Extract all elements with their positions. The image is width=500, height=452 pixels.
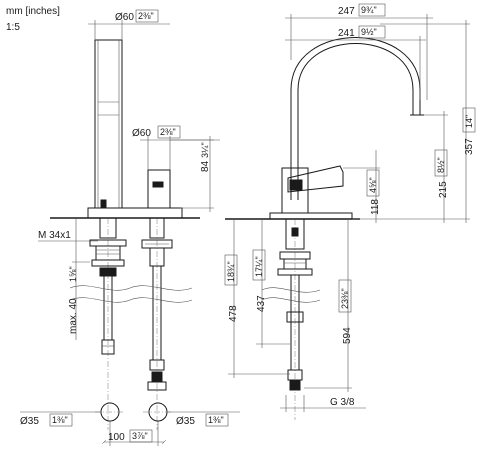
dia-top-inch: 2⅜" xyxy=(138,11,154,21)
reach-inner-value: 241 xyxy=(338,28,355,39)
dia-handle-value: Ø60 xyxy=(132,128,151,139)
len-437-inch: 17¼" xyxy=(254,256,264,277)
len-478-value: 478 xyxy=(228,305,239,322)
len-478-inch: 18¾" xyxy=(226,261,236,282)
hose-outlet-mark xyxy=(100,199,107,209)
reach-inner-inch: 9½" xyxy=(361,27,377,37)
spacing-value: 100 xyxy=(108,432,125,443)
dia-hole-left-value: Ø35 xyxy=(20,416,39,427)
spout-outer xyxy=(290,37,421,200)
unit-label: mm [inches] xyxy=(6,6,60,17)
height-total-value: 357 xyxy=(464,138,475,155)
mixer-lever xyxy=(287,165,344,193)
break-line-bottom xyxy=(69,297,193,303)
height-handle-inch: 3¼" xyxy=(200,142,210,158)
height-spout-value: 215 xyxy=(438,181,449,198)
scale-label: 1:5 xyxy=(6,22,20,33)
handle-lever-mark xyxy=(152,181,164,188)
left-view: Ø60 2⅜" Ø60 2⅜" 84 3¼" M 34x1 xyxy=(20,9,240,446)
dia-hole-right-inch: 1⅜" xyxy=(208,415,224,425)
len-594-inch: 23⅜" xyxy=(340,288,350,309)
thread-label: M 34x1 xyxy=(38,230,71,241)
right-view: G 3/8 247 9¾" 241 9½" 357 14" 215 8½" 11… xyxy=(224,3,476,420)
mixer-handle xyxy=(147,169,171,209)
len-594-value: 594 xyxy=(342,327,353,344)
dia-hole-left-inch: 1⅜" xyxy=(52,415,68,425)
max-thickness-value: max. 40 xyxy=(68,298,79,334)
hand-shower-body xyxy=(94,39,123,209)
reach-outer-inch: 9¾" xyxy=(361,5,377,15)
right-base-plate xyxy=(269,212,353,220)
height-handle-value: 84 xyxy=(200,160,211,172)
dia-top-value: Ø60 xyxy=(115,12,134,23)
spout-inner xyxy=(297,43,414,200)
break-line-top xyxy=(69,285,193,291)
len-437-value: 437 xyxy=(256,295,267,312)
height-spout-inch: 8½" xyxy=(436,157,446,173)
max-thickness-inch: 1⅝" xyxy=(68,266,78,282)
dia-handle-inch: 2⅜" xyxy=(160,127,176,137)
height-total-inch: 14" xyxy=(464,115,474,128)
dia-hole-right-value: Ø35 xyxy=(176,416,195,427)
height-lever-inch: 4⅝" xyxy=(368,177,378,193)
height-lever-value: 118 xyxy=(370,199,381,215)
spacing-inch: 3⅞" xyxy=(132,431,148,441)
connection-label: G 3/8 xyxy=(330,397,355,408)
reach-outer-value: 247 xyxy=(338,6,355,17)
base-plate xyxy=(87,207,183,219)
